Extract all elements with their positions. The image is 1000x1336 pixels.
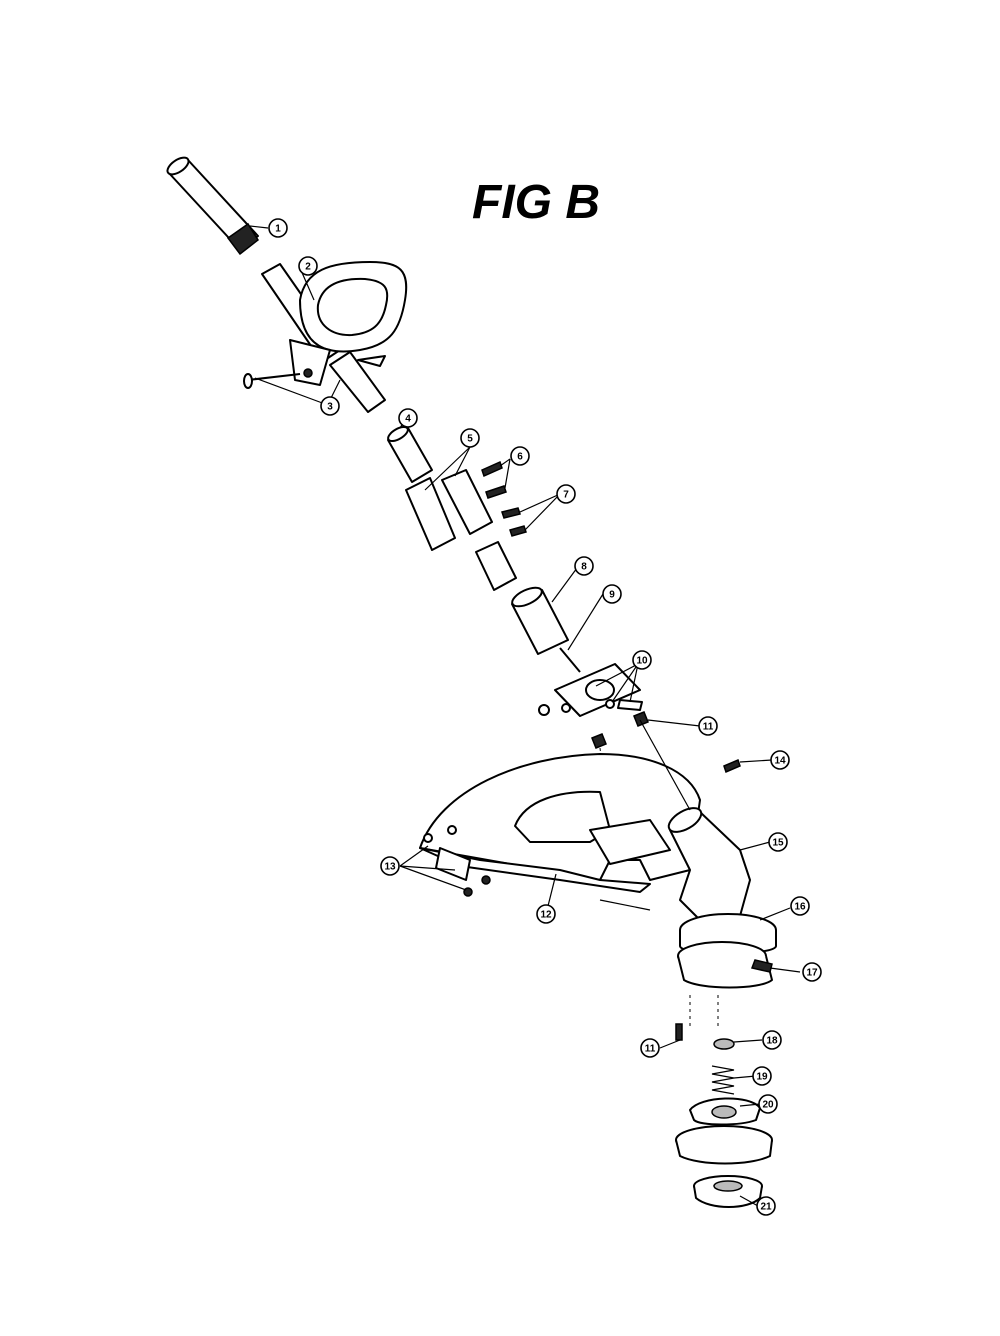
callout-circle [536, 904, 556, 924]
callout-c20: 20 [758, 1094, 778, 1114]
callout-label: 21 [760, 1202, 772, 1213]
callout-c2: 2 [298, 256, 318, 276]
callout-c13: 13 [380, 856, 400, 876]
part-coupler-sleeve [387, 419, 433, 483]
part-washer [713, 1038, 763, 1050]
part-guard-fasteners [399, 825, 491, 897]
part-spool [675, 1097, 773, 1165]
part-spring [711, 1065, 757, 1095]
part-screw-lower [659, 1023, 683, 1049]
callout-label: 13 [384, 862, 396, 873]
callout-label: 18 [766, 1036, 778, 1047]
callout-circle [752, 1066, 772, 1086]
part-screws-7 [501, 493, 561, 537]
callout-circle [758, 1094, 778, 1114]
part-screw-14 [723, 758, 773, 774]
callout-label: 11 [645, 1044, 656, 1055]
part-shaft-clamp [538, 663, 643, 717]
callout-circle [790, 896, 810, 916]
callout-c16: 16 [790, 896, 810, 916]
callout-circle [268, 218, 288, 238]
callout-c5: 5 [460, 428, 480, 448]
callout-c4: 4 [398, 408, 418, 428]
callout-c11a: 11 [698, 716, 718, 736]
callout-circle [802, 962, 822, 982]
callout-circle [698, 716, 718, 736]
callout-label: 2 [305, 262, 311, 273]
callout-circle [298, 256, 318, 276]
callout-circle [602, 584, 622, 604]
callout-label: 20 [762, 1100, 774, 1111]
callout-circle [762, 1030, 782, 1050]
callout-label: 16 [794, 902, 806, 913]
figure-title: FIG B [472, 176, 600, 229]
callout-c7: 7 [556, 484, 576, 504]
callout-c18: 18 [762, 1030, 782, 1050]
part-grass-guard [419, 753, 701, 911]
part-motor-base [677, 941, 801, 1030]
callout-circle [574, 556, 594, 576]
part-upper-shaft-grip [166, 156, 269, 256]
part-d-handle [261, 261, 408, 413]
part-lower-sleeve [475, 541, 578, 655]
callout-label: 10 [636, 656, 648, 667]
part-spool-cover [693, 1175, 763, 1208]
callout-label: 6 [517, 452, 523, 463]
callout-c14: 14 [770, 750, 790, 770]
part-clamp-halves [405, 446, 493, 551]
part-screws-6 [481, 458, 511, 499]
callout-circle [756, 1196, 776, 1216]
callout-c6: 6 [510, 446, 530, 466]
callout-label: 4 [405, 414, 411, 425]
callout-c21: 21 [756, 1196, 776, 1216]
part-drive-shaft [559, 593, 604, 673]
callout-circle [460, 428, 480, 448]
callout-label: 17 [806, 968, 818, 979]
callout-circle [556, 484, 576, 504]
callout-circle [768, 832, 788, 852]
callout-c10: 10 [632, 650, 652, 670]
callout-c11b: 11 [640, 1038, 660, 1058]
callout-label: 3 [327, 402, 333, 413]
callout-label: 12 [540, 910, 552, 921]
callout-label: 14 [774, 756, 786, 767]
callout-c1: 1 [268, 218, 288, 238]
callout-circle [320, 396, 340, 416]
callout-circle [770, 750, 790, 770]
callout-label: 7 [563, 490, 569, 501]
callout-c19: 19 [752, 1066, 772, 1086]
callout-c12: 12 [536, 904, 556, 924]
callout-circle [510, 446, 530, 466]
callout-circle [640, 1038, 660, 1058]
callout-c15: 15 [768, 832, 788, 852]
callout-label: 15 [772, 838, 784, 849]
callout-label: 1 [275, 224, 281, 235]
callout-label: 11 [703, 722, 714, 733]
callout-label: 5 [467, 434, 473, 445]
part-nut-upper [591, 711, 701, 831]
callout-label: 8 [581, 562, 587, 573]
callout-c17: 17 [802, 962, 822, 982]
callout-label: 19 [756, 1072, 768, 1083]
callout-label: 9 [609, 590, 615, 601]
callout-c8: 8 [574, 556, 594, 576]
callout-circle [380, 856, 400, 876]
callout-circle [398, 408, 418, 428]
callout-c3: 3 [320, 396, 340, 416]
callout-c9: 9 [602, 584, 622, 604]
callout-circle [632, 650, 652, 670]
